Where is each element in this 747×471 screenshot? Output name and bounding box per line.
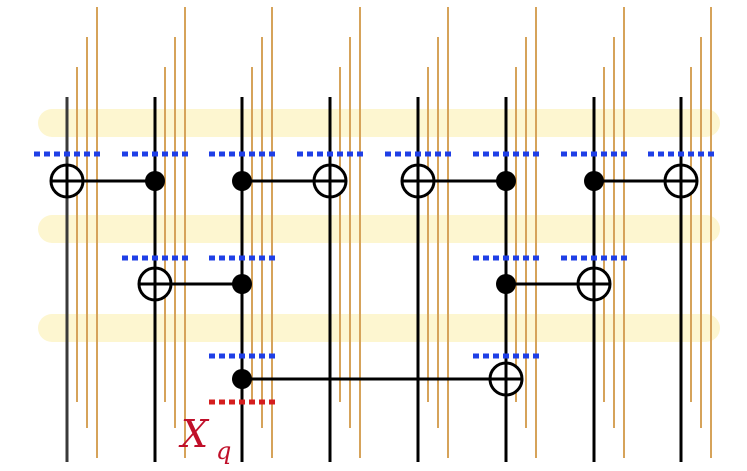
strand-lines [76,7,712,458]
label-sub: q [216,437,231,465]
cnot-l3-a-control-dot [232,369,252,389]
cnot-l2-a [137,266,252,302]
cnot-l2-b-control-dot [496,274,516,294]
cnot-gates [49,163,699,397]
cnot-l1-a-control-dot [145,171,165,191]
cnot-l1-b-control-dot [232,171,252,191]
dotted-markers [34,151,715,405]
label-main: X [178,412,210,456]
background-bands [38,109,720,342]
cnot-l1-b [232,163,348,199]
cnot-l1-c-control-dot [496,171,516,191]
cnot-l1-d-control-dot [584,171,604,191]
cnot-l2-a-control-dot [232,274,252,294]
cnot-l3-a [232,361,524,397]
xq-label: X q [178,412,231,465]
cnot-l1-d [584,163,699,199]
cnot-l2-b [496,266,612,302]
cnot-l1-c [400,163,516,199]
cnot-l1-a [49,163,165,199]
